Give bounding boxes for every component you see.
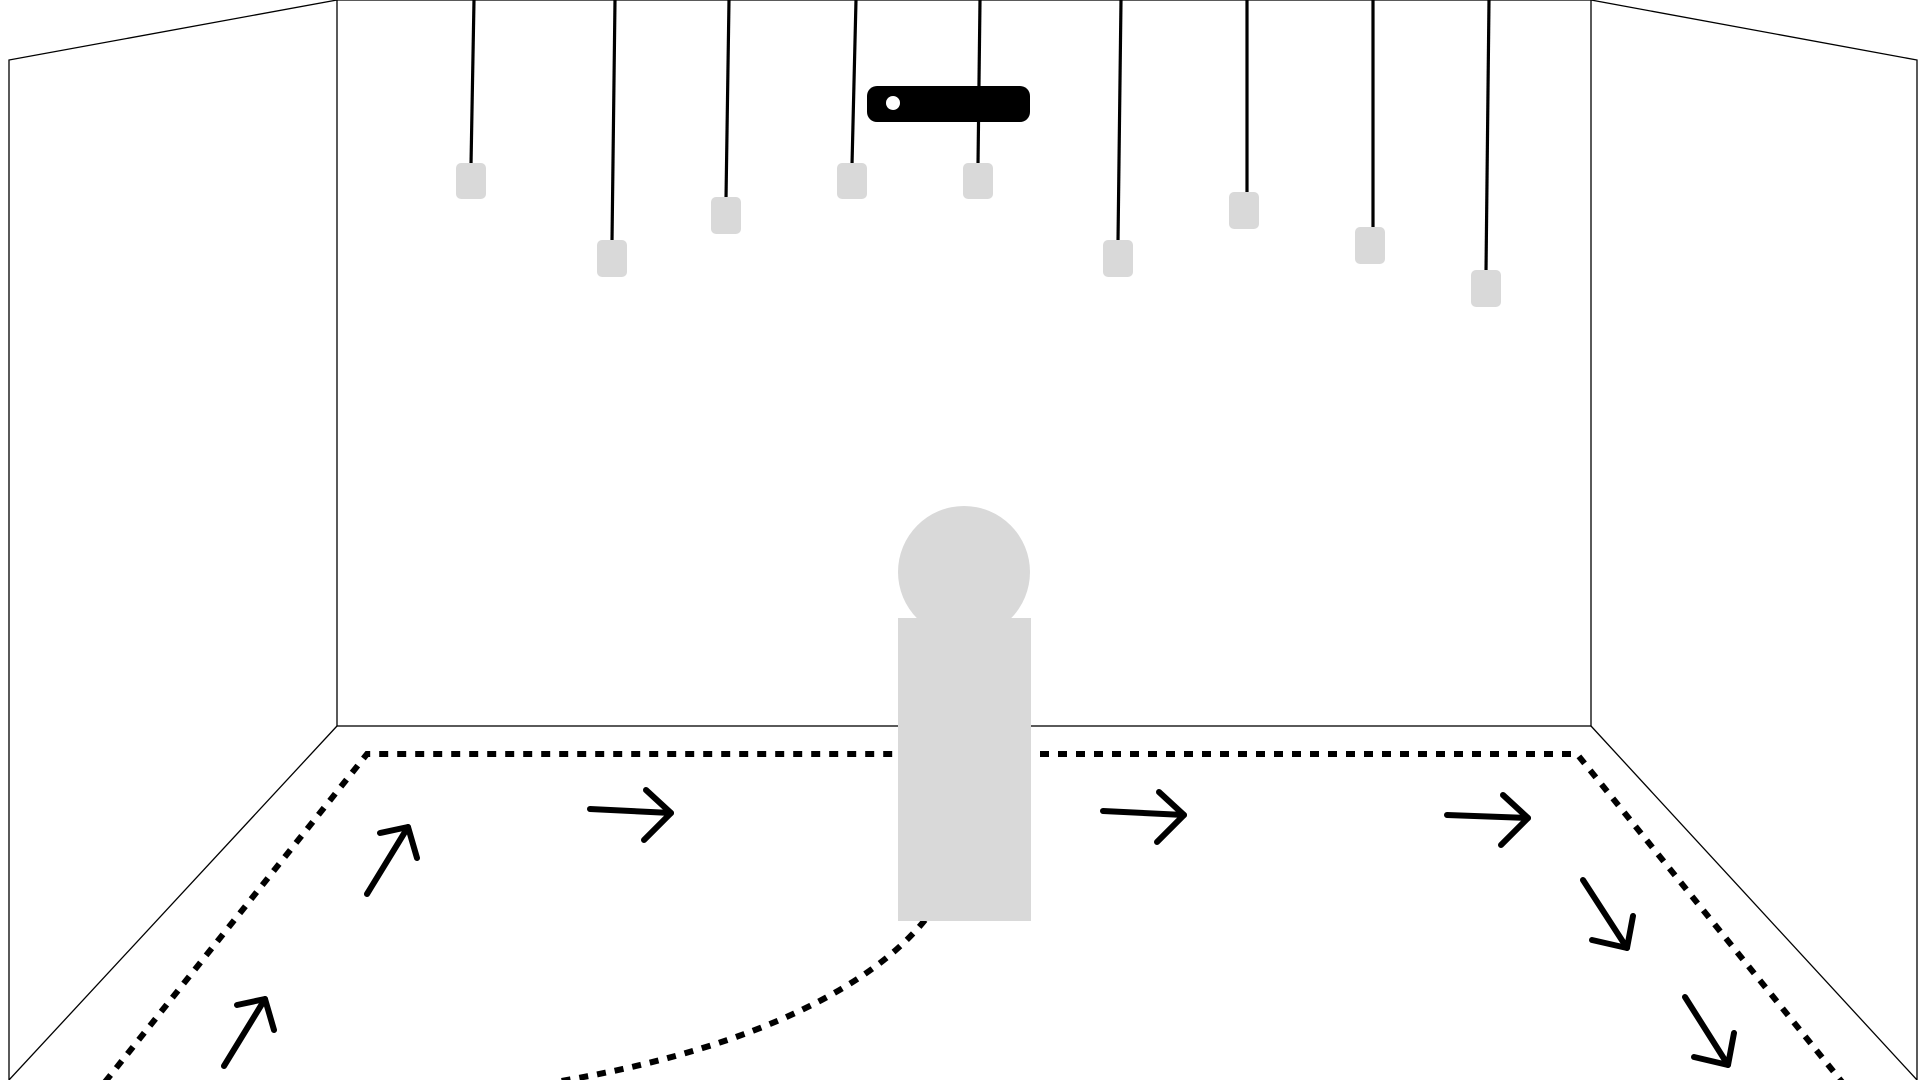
direction-arrow-icon: [221, 996, 277, 1069]
direction-arrows: [221, 787, 1737, 1069]
left-floor-edge: [8, 725, 338, 1080]
right-wall: [1590, 0, 1918, 1080]
hanging-sensors: [456, 0, 1501, 307]
pendant-sensor-icon: [1355, 0, 1385, 264]
direction-arrow-icon: [1444, 792, 1531, 848]
floor-path-curve: [554, 918, 928, 1080]
direction-arrow-icon: [364, 824, 420, 897]
direction-arrow-icon: [1580, 877, 1636, 951]
direction-arrow-icon: [1100, 789, 1187, 845]
pendant-sensor-icon: [1471, 0, 1501, 307]
right-floor-edge: [1590, 725, 1918, 1080]
pendant-sensor-icon: [837, 0, 867, 199]
left-wall: [8, 0, 338, 1080]
person-silhouette-icon: [898, 506, 1031, 921]
pendant-sensor-icon: [711, 0, 741, 234]
direction-arrow-icon: [1682, 994, 1737, 1068]
ceiling-bar-icon: [867, 86, 1030, 122]
pendant-sensor-icon: [1103, 0, 1133, 277]
pendant-sensor-icon: [963, 0, 993, 199]
pendant-sensor-icon: [597, 0, 627, 277]
direction-arrow-icon: [587, 787, 674, 843]
pendant-sensor-icon: [456, 0, 486, 199]
floor-path-perimeter: [102, 751, 1845, 1080]
pendant-sensor-icon: [1229, 0, 1259, 229]
